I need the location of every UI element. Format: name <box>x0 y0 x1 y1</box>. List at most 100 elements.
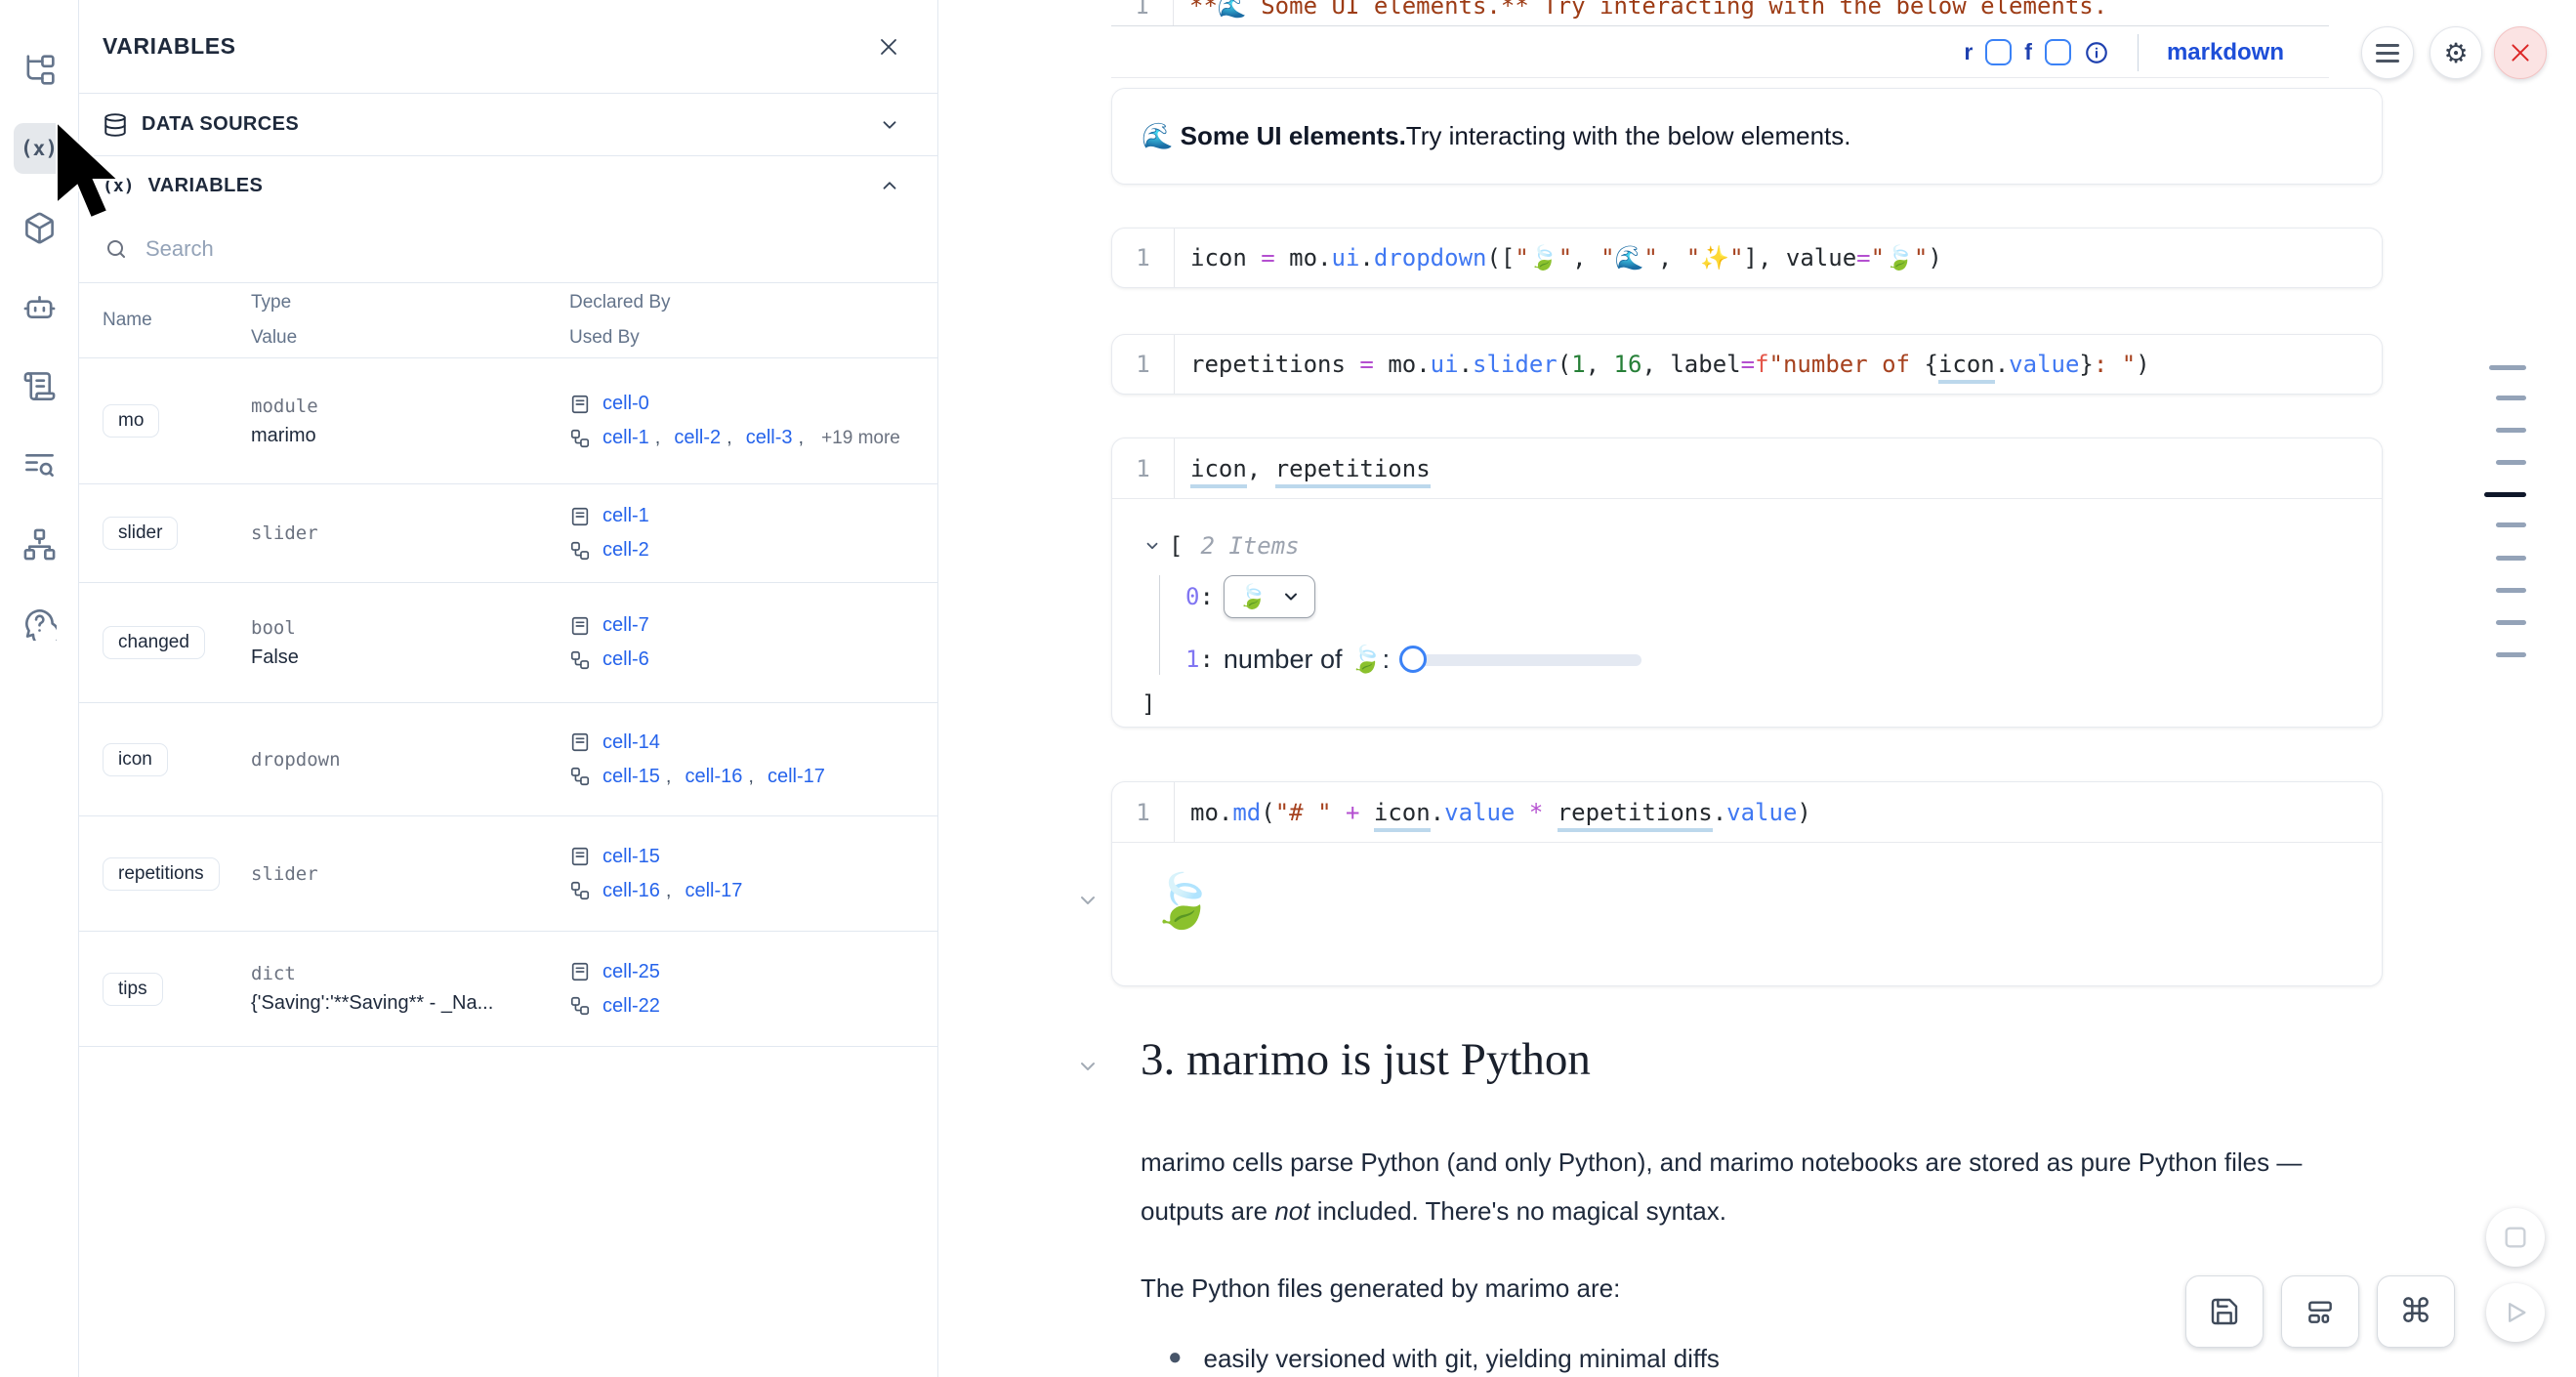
bracket-open: [ <box>1169 532 1184 560</box>
format-checkbox[interactable] <box>2044 39 2071 65</box>
close-panel-button[interactable] <box>877 35 900 59</box>
save-button[interactable] <box>2185 1275 2264 1348</box>
variables-panel: VARIABLES DATA SOURCES (x) VARIABLES N <box>79 0 938 1377</box>
variable-value: {'Saving':'**Saving** - _Na... <box>251 992 494 1014</box>
cell-link[interactable]: cell-1 <box>602 427 649 448</box>
declared-by-icon <box>571 732 589 752</box>
shutdown-button[interactable] <box>2494 26 2547 79</box>
cell-menu-button[interactable] <box>2361 26 2414 79</box>
dependency-graph-icon[interactable] <box>14 519 64 569</box>
format-toggle-label: f <box>2024 39 2032 64</box>
slider-control[interactable] <box>1399 645 1642 674</box>
close-icon <box>881 38 896 55</box>
app-frame-button[interactable] <box>2486 1208 2545 1267</box>
used-by-icon <box>570 650 590 669</box>
declared-by-icon <box>571 616 589 635</box>
data-sources-section-header[interactable]: DATA SOURCES <box>79 94 937 156</box>
cell-settings-button[interactable]: ⚙ <box>2430 26 2482 79</box>
emphasis-not: not <box>1274 1196 1310 1226</box>
cell-link[interactable]: cell-25 <box>602 960 660 982</box>
cell-link[interactable]: cell-17 <box>685 879 743 901</box>
bracket-close: ] <box>1142 690 1156 718</box>
line-number: 1 <box>1112 438 1175 498</box>
code-editor[interactable]: icon = mo.ui.dropdown(["🍃", "🌊", "✨"], v… <box>1190 244 1942 271</box>
variable-type: bool <box>251 616 296 639</box>
cell-link[interactable]: cell-17 <box>767 765 825 787</box>
code-editor-row[interactable]: 1 icon, repetitions <box>1112 438 2382 499</box>
layout-button[interactable] <box>2281 1275 2359 1348</box>
cell-link[interactable]: cell-15 <box>602 845 660 867</box>
variable-type: dict <box>251 963 296 984</box>
cell-link[interactable]: cell-14 <box>602 730 660 753</box>
cell-link[interactable]: cell-2 <box>602 539 649 561</box>
minimap-dash-active[interactable] <box>2484 492 2526 497</box>
paragraph-2: The Python files generated by marimo are… <box>1141 1273 1621 1303</box>
packages-icon[interactable] <box>14 202 64 253</box>
cell-link[interactable]: cell-6 <box>602 648 649 670</box>
code-editor-row[interactable]: 1 mo.md("# " + icon.value * repetitions.… <box>1112 782 2382 843</box>
cell-link[interactable]: cell-7 <box>602 614 649 636</box>
snippets-search-icon[interactable] <box>14 439 64 490</box>
chevron-up-icon <box>883 182 896 189</box>
slider-knob[interactable] <box>1399 646 1428 673</box>
section-heading: 3. marimo is just Python <box>1141 1034 1591 1085</box>
md-output-bold: 🌊 Some UI elements. <box>1142 121 1406 150</box>
data-sources-label: DATA SOURCES <box>142 113 300 135</box>
markdown-source[interactable]: **🌊 Some UI elements.** Try interacting … <box>1189 0 2108 20</box>
info-icon[interactable] <box>2084 40 2109 65</box>
minimap-dash[interactable] <box>2496 396 2526 400</box>
code-editor[interactable]: mo.md("# " + icon.value * repetitions.va… <box>1175 798 1811 832</box>
cell-link[interactable]: cell-22 <box>602 994 660 1017</box>
search-icon <box>107 239 125 258</box>
minimap-dash[interactable] <box>2496 588 2526 593</box>
minimap-dash[interactable] <box>2496 460 2526 465</box>
cell-link[interactable]: cell-2 <box>674 427 722 448</box>
cell-link[interactable]: cell-16 <box>685 765 743 787</box>
search-input[interactable] <box>145 235 731 262</box>
column-header-name: Name <box>103 310 152 330</box>
scratchpad-scroll-icon[interactable] <box>14 360 64 411</box>
help-icon[interactable] <box>14 598 64 648</box>
markdown-cell-editor[interactable]: 1 **🌊 Some UI elements.** Try interactin… <box>1111 0 2329 26</box>
code-cell-dropdown[interactable]: 1 icon = mo.ui.dropdown(["🍃", "🌊", "✨"],… <box>1111 228 2383 288</box>
declared-by-icon <box>571 507 589 525</box>
minimap-dash[interactable] <box>2496 652 2526 657</box>
reactive-checkbox[interactable] <box>1985 39 2013 65</box>
heading-collapse-chevron[interactable] <box>1076 1055 1100 1078</box>
dropdown-control[interactable]: 🍃 <box>1223 575 1315 618</box>
table-row-icon: icon dropdown cell-14 cell-15, cell-16, … <box>79 703 937 816</box>
file-tree-icon[interactable] <box>14 44 64 95</box>
left-icon-rail: (x) <box>0 0 79 1377</box>
markdown-cell-toolbar: r f markdown <box>1111 27 2329 78</box>
minimap-dash[interactable] <box>2496 556 2526 561</box>
used-by-icon <box>570 429 590 447</box>
code-editor[interactable]: repetitions = mo.ui.slider(1, 16, label=… <box>1175 351 2150 384</box>
code-editor[interactable]: icon, repetitions <box>1175 454 1431 488</box>
column-header-used-by: Used By <box>569 327 640 348</box>
code-cell-slider[interactable]: 1 repetitions = mo.ui.slider(1, 16, labe… <box>1111 334 2383 395</box>
used-by-icon <box>570 996 590 1016</box>
cell-language-markdown[interactable]: markdown <box>2166 38 2284 65</box>
variables-section-header[interactable]: (x) VARIABLES <box>79 156 937 215</box>
minimap-dash[interactable] <box>2489 365 2526 370</box>
keyboard-shortcuts-button[interactable]: ⌘ <box>2377 1275 2455 1348</box>
minimap-dash[interactable] <box>2496 522 2526 527</box>
slider-label: number of 🍃: <box>1223 645 1391 674</box>
more-cells-link[interactable]: +19 more <box>821 427 900 448</box>
cell-link[interactable]: cell-16 <box>602 879 660 901</box>
slider-track[interactable] <box>1407 654 1642 666</box>
cell-link[interactable]: cell-15 <box>602 765 660 787</box>
ai-bot-icon[interactable] <box>14 281 64 332</box>
used-by-icon <box>570 767 590 786</box>
tree-collapse-icon[interactable] <box>1143 537 1161 555</box>
cell-link[interactable]: cell-0 <box>602 393 649 414</box>
reactive-toggle-label: r <box>1964 39 1974 64</box>
run-button[interactable] <box>2486 1283 2545 1342</box>
output-collapse-chevron[interactable] <box>1076 889 1100 912</box>
minimap-dash[interactable] <box>2496 620 2526 625</box>
cell-link[interactable]: cell-1 <box>602 505 649 526</box>
cell-link[interactable]: cell-3 <box>745 427 793 448</box>
used-by-icon <box>570 881 590 900</box>
md-leaf-output: 🍃 <box>1149 872 1216 931</box>
minimap-dash[interactable] <box>2496 428 2526 433</box>
